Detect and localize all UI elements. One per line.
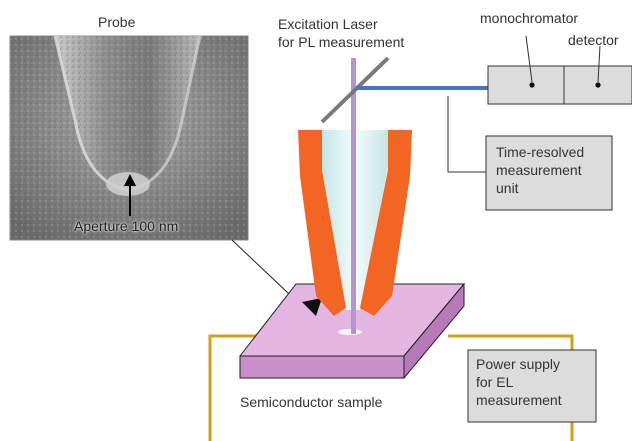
monochromator-box [487, 65, 565, 105]
probe-label: Probe [98, 14, 136, 30]
aperture-label: Aperture 100 nm [74, 218, 179, 234]
detector-label: detector [568, 32, 619, 48]
fiber-core [351, 58, 356, 334]
probe-coating-left [298, 130, 346, 316]
excitation-laser-label-line2: for PL measurement [278, 34, 405, 50]
excitation-laser-label-line1: Excitation Laser [278, 16, 378, 32]
sem-probe-image [9, 35, 249, 241]
sample-arrow [302, 298, 322, 316]
power-supply-label-line2: for EL [476, 374, 514, 390]
time-resolved-box [485, 135, 613, 211]
monochromator-label: monochromator [480, 10, 579, 26]
tr-connector [447, 96, 486, 173]
power-supply-label-line1: Power supply [476, 356, 561, 372]
beam-splitter [320, 56, 390, 124]
time-resolved-label-line3: unit [496, 180, 519, 196]
monochromator-detector-unit [487, 35, 632, 105]
power-supply-box [467, 349, 597, 423]
probe-coating-right [360, 130, 412, 316]
time-resolved-label-line2: measurement [496, 162, 582, 178]
semiconductor-sample-label: Semiconductor sample [240, 394, 383, 410]
power-supply-label-line3: measurement [476, 392, 562, 408]
probe-cross-section [298, 58, 412, 334]
time-resolved-label-line1: Time-resolved [496, 144, 585, 160]
